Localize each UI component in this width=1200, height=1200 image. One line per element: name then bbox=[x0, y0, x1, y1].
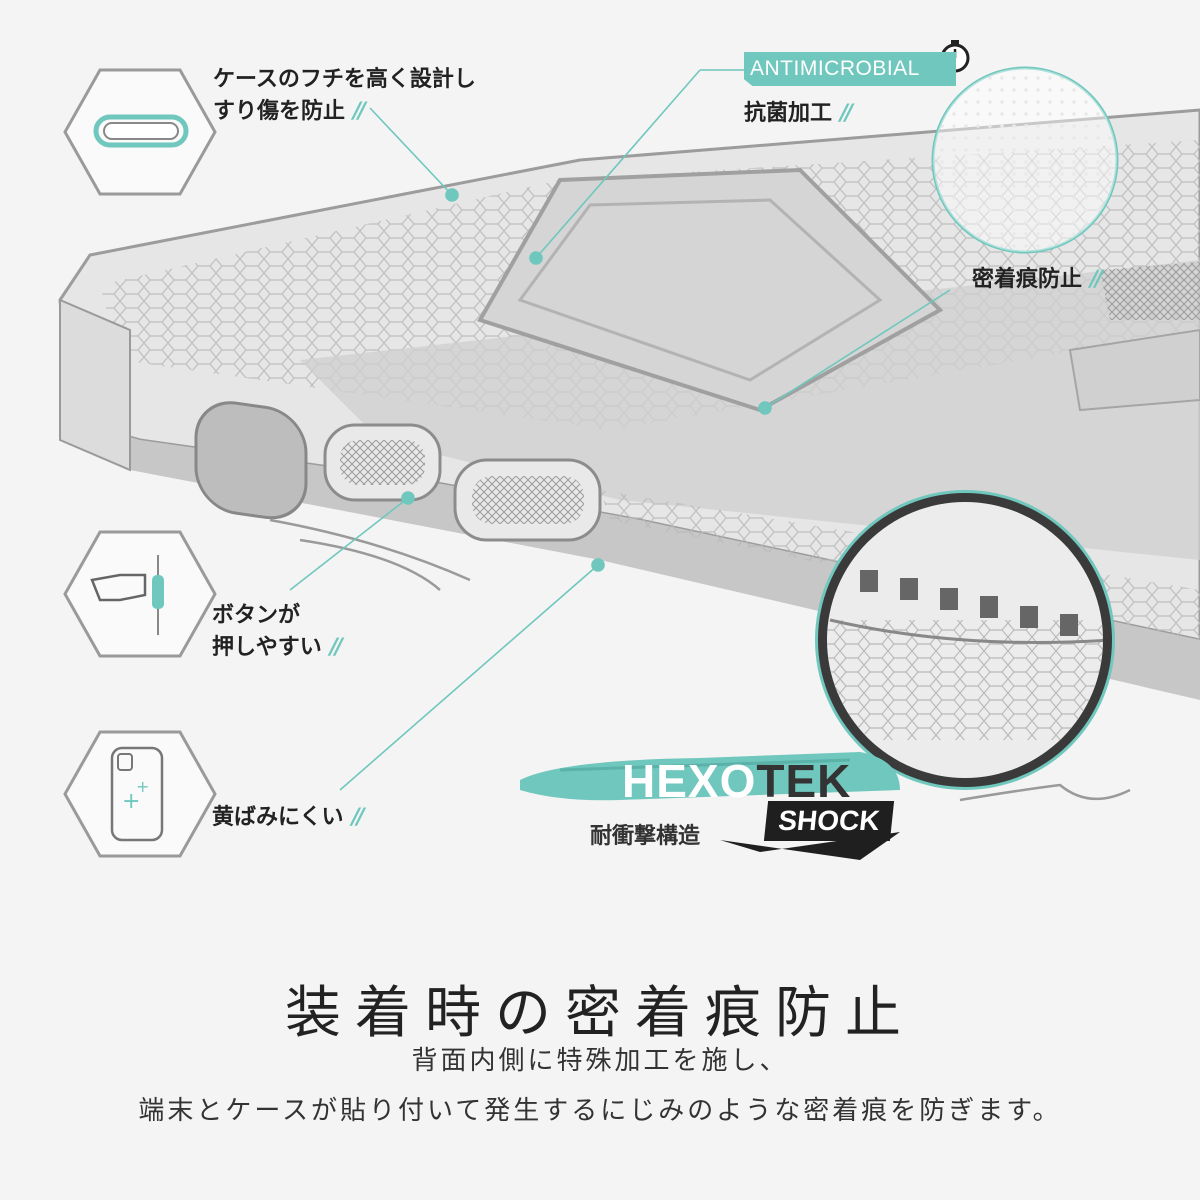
antimicrobial-label: 抗菌加工 // bbox=[744, 98, 853, 130]
yellowing-label-text: 黄ばみにくい bbox=[212, 805, 344, 830]
case-illustration: + + bbox=[58, 40, 1200, 860]
antimicrobial-slash: // bbox=[840, 101, 853, 126]
antimicrobial-texture-circle bbox=[931, 66, 1119, 254]
raised-edge-slash: // bbox=[353, 99, 366, 124]
raised-edge-label: ケースのフチを高く設計し すり傷を防止 // bbox=[213, 64, 476, 128]
body-line-2: 端末とケースが貼り付いて発生するにじみのような密着痕を防ぎます。 bbox=[138, 1096, 1062, 1126]
yellowing-label: 黄ばみにくい // bbox=[212, 802, 365, 834]
anti-adhesion-slash: // bbox=[1090, 267, 1103, 292]
tek-text: TEK bbox=[756, 755, 852, 807]
anti-adhesion-label-text: 密着痕防止 bbox=[972, 267, 1083, 292]
page-headline: 装着時の密着痕防止 bbox=[285, 980, 915, 1046]
hexotek-zoom-circle bbox=[815, 490, 1115, 790]
hexotek-subtitle: 耐衝撃構造 bbox=[590, 824, 701, 849]
callout-lines bbox=[289, 69, 951, 791]
phone-sparkle-hex-icon: + + bbox=[63, 730, 217, 858]
hexotek-brush bbox=[520, 752, 900, 801]
raised-edge-line2: すり傷を防止 bbox=[213, 99, 346, 124]
finger-press-hex-icon bbox=[63, 530, 217, 658]
antimicrobial-label-text: 抗菌加工 bbox=[744, 101, 833, 126]
yellowing-slash: // bbox=[351, 805, 365, 830]
hexo-text: HEXO bbox=[622, 755, 757, 807]
shock-label: SHOCK bbox=[763, 801, 895, 841]
antimicrobial-badge: ANTIMICROBIAL bbox=[744, 52, 956, 86]
raised-edge-line1: ケースのフチを高く設計し bbox=[213, 67, 476, 92]
buttons-line2: 押しやすい bbox=[212, 635, 322, 660]
product-hero: + + ケースのフチを高く設計し すり傷を防止// ANTIMICROBIAL … bbox=[58, 40, 1200, 860]
svg-text:+: + bbox=[122, 789, 140, 814]
anti-adhesion-label: 密着痕防止 // bbox=[972, 264, 1103, 296]
buttons-slash: // bbox=[329, 635, 343, 660]
hexotek-logo: HEXOTEK bbox=[622, 754, 851, 808]
raised-edge-hex-icon bbox=[63, 68, 217, 196]
buttons-line1: ボタンが bbox=[212, 603, 301, 628]
svg-text:+: + bbox=[136, 777, 149, 796]
scribble-strokes bbox=[269, 518, 1131, 802]
buttons-label: ボタンが 押しやすい // bbox=[212, 600, 343, 664]
body-line-1: 背面内側に特殊加工を施し、 bbox=[411, 1046, 789, 1076]
